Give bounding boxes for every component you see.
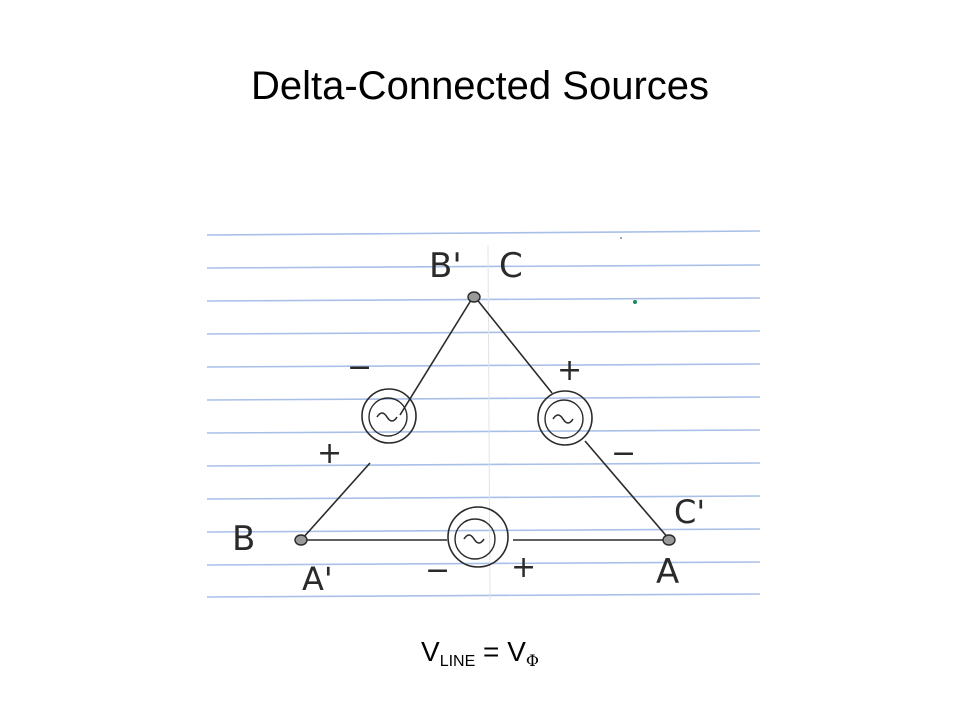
label-a-prime: A' <box>302 560 333 598</box>
polarity-left-bottom: + <box>317 436 342 471</box>
delta-diagram: B' C B A' C' A − + + − − + <box>207 205 760 600</box>
formula-rhs: V <box>507 636 526 667</box>
label-c-prime: C' <box>674 493 705 531</box>
delta-nodes <box>294 291 676 546</box>
formula-equals: = <box>475 636 508 667</box>
label-a: A <box>656 552 679 592</box>
polarity-right-top: + <box>557 353 582 388</box>
paper-rules <box>207 230 760 598</box>
polarity-right-bottom: − <box>611 436 636 471</box>
notebook-paper <box>207 205 760 600</box>
node-left <box>294 534 308 546</box>
polarity-bottom-right: + <box>511 550 536 585</box>
slide-title: Delta-Connected Sources <box>250 64 710 108</box>
ink-dot <box>633 300 637 304</box>
polarity-bottom-left: − <box>425 553 450 588</box>
formula-lhs: V <box>421 636 440 667</box>
label-c: C <box>499 246 523 286</box>
delta-wires <box>301 296 670 541</box>
formula-lhs-subscript: LINE <box>439 653 476 670</box>
node-right <box>662 534 676 546</box>
line-voltage-formula: VLINE = VΦ <box>0 636 960 671</box>
node-top <box>467 291 481 303</box>
left-ac-source <box>361 388 417 444</box>
polarity-left-top: − <box>347 350 372 385</box>
bottom-ac-source <box>447 506 509 568</box>
label-b-prime: B' <box>429 246 462 286</box>
right-ac-source <box>537 390 593 446</box>
ink-dot-small <box>620 237 622 239</box>
formula-rhs-subscript: Φ <box>525 651 539 670</box>
paper-fold-line <box>487 244 491 600</box>
label-b: B <box>232 519 255 559</box>
